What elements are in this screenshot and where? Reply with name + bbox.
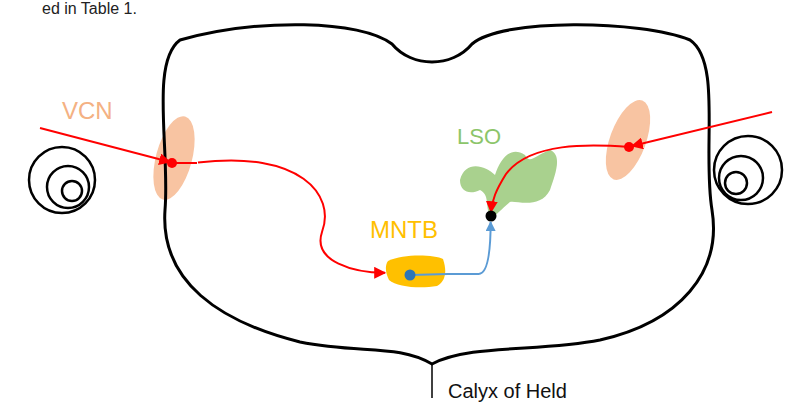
lso-nucleus: LSO: [455, 140, 563, 218]
nerve-fibre: [40, 128, 170, 162]
vcn-nucleus-outline: [145, 112, 202, 204]
brainstem-outline: [163, 25, 713, 364]
lso-nucleus-shape: [455, 140, 563, 218]
text-fragment: ed in Table 1.: [42, 0, 137, 18]
mntb-nucleus-shape: [385, 253, 447, 289]
lso-nucleus-outline: [460, 150, 557, 216]
cochlea-outer: [714, 136, 782, 204]
mntb-nucleus: MNTB: [385, 253, 447, 289]
cochlea-inner: [725, 172, 747, 194]
cochlea-middle: [47, 166, 89, 208]
structure-label: Calyx of Held: [448, 380, 567, 402]
leader-line: [431, 364, 433, 398]
nucleus-label: LSO: [457, 125, 501, 149]
vcn-cell: [624, 142, 634, 152]
axon-connector: [447, 222, 491, 274]
mntb-nucleus-outline: [386, 256, 445, 288]
vcn-nucleus: VCN: [150, 112, 198, 204]
nucleus-label: MNTB: [370, 217, 438, 243]
axon-connector: [198, 160, 385, 272]
cochlea-inner: [62, 181, 82, 201]
vcn-nucleus: [597, 94, 660, 185]
cochlea-middle: [719, 156, 763, 200]
nucleus-label: VCN: [62, 98, 113, 124]
cochlea-outer: [29, 147, 95, 213]
nerve-fibre: [632, 112, 772, 146]
vcn-nucleus-shape: [150, 112, 198, 204]
